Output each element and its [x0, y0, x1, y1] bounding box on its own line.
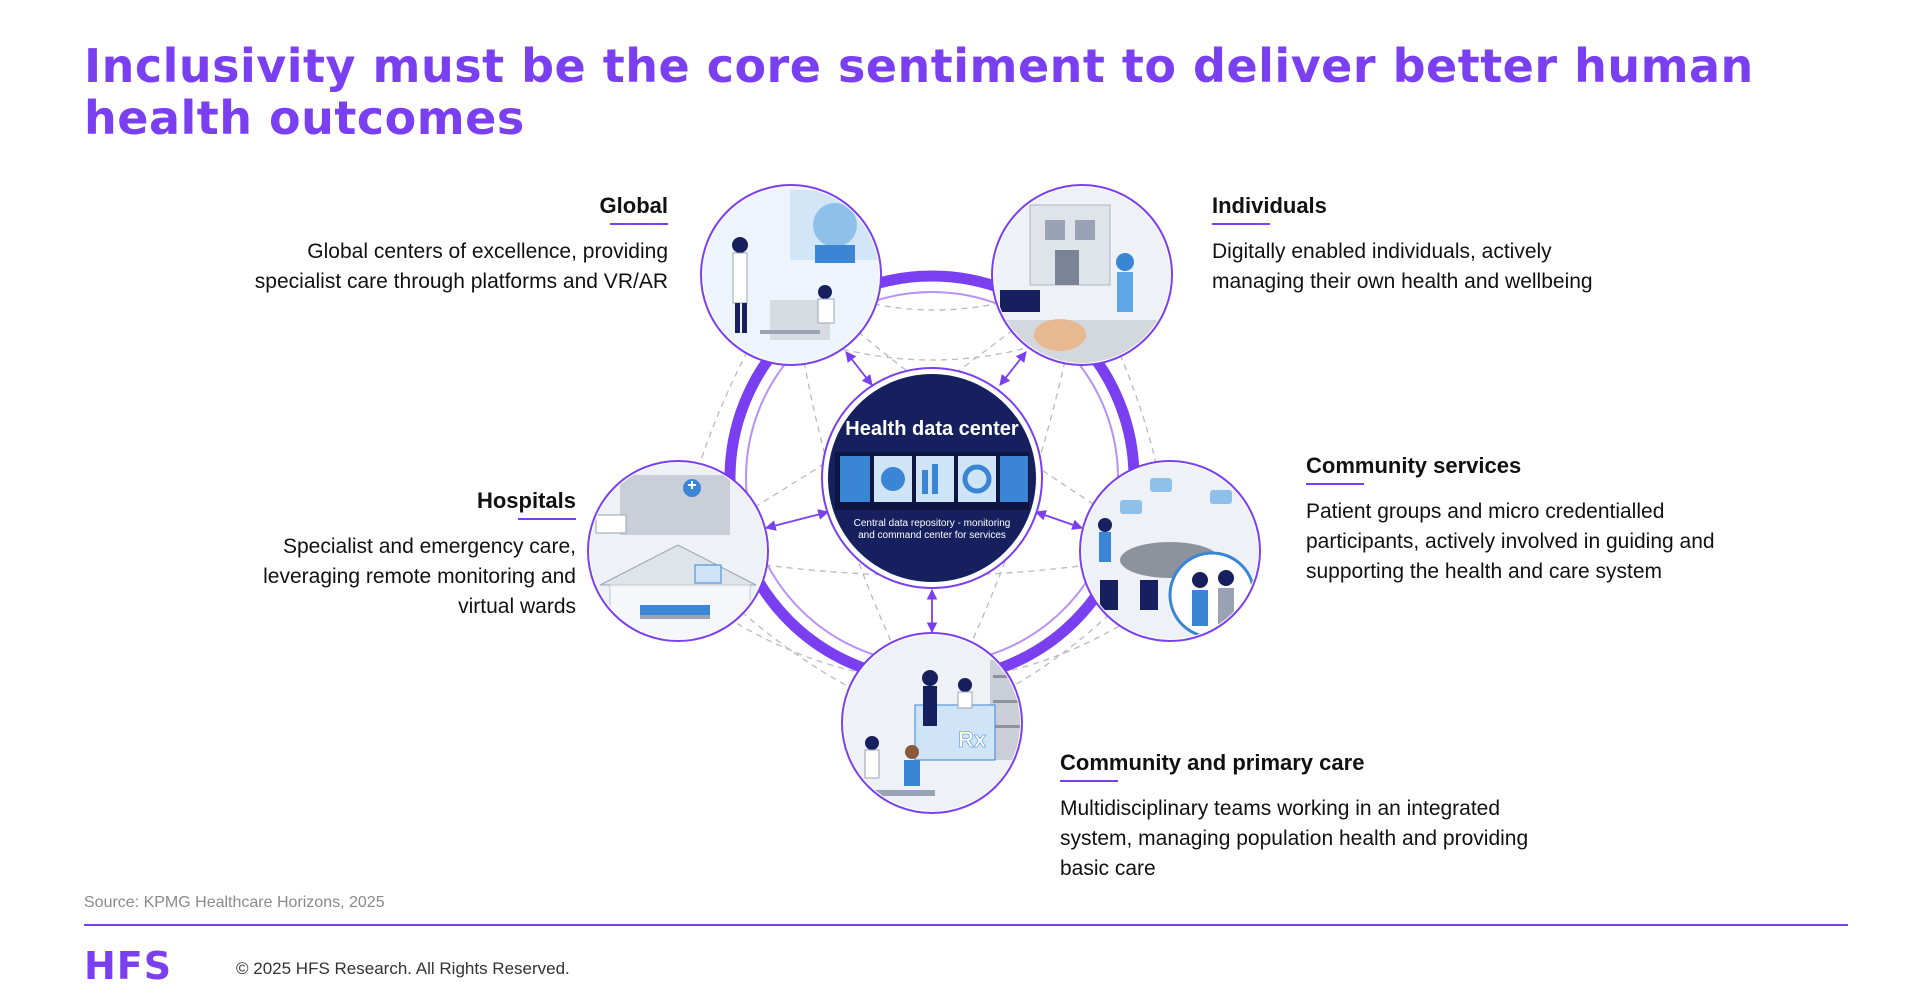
- hfs-logo: HFS: [84, 944, 173, 988]
- primary-care-node-image: Rx: [841, 632, 1023, 814]
- global-node-image: [700, 184, 882, 366]
- community-services-block: Community services Patient groups and mi…: [1306, 453, 1726, 587]
- individuals-heading: Individuals: [1212, 193, 1327, 225]
- copyright-text: © 2025 HFS Research. All Rights Reserved…: [236, 959, 570, 978]
- hospitals-description: Specialist and emergency care, leveragin…: [263, 535, 576, 618]
- community-services-description: Patient groups and micro credentialled p…: [1306, 500, 1715, 583]
- community-primary-care-block: Community and primary care Multidiscipli…: [1060, 750, 1560, 884]
- hospitals-node-image: [587, 460, 769, 642]
- hospitals-block: Hospitals Specialist and emergency care,…: [216, 488, 577, 622]
- global-description: Global centers of excellence, providing …: [254, 240, 668, 293]
- global-heading: Global: [600, 193, 669, 225]
- footer-divider: [84, 924, 1848, 926]
- community-services-node-image: [1079, 460, 1261, 642]
- rx-sign: Rx: [958, 727, 987, 752]
- center-caption: Central data repository - monitoring and…: [853, 518, 1011, 541]
- center-title: Health data center: [845, 418, 1019, 440]
- health-data-center-node: Health data center Central data reposito…: [821, 367, 1043, 589]
- individuals-node-image: [991, 184, 1173, 366]
- individuals-block: Individuals Digitally enabled individual…: [1212, 193, 1612, 297]
- community-primary-care-description: Multidisciplinary teams working in an in…: [1060, 797, 1529, 880]
- arrows: [764, 351, 1084, 634]
- community-services-heading: Community services: [1306, 453, 1521, 485]
- source-note: Source: KPMG Healthcare Horizons, 2025: [84, 894, 385, 911]
- page-title: Inclusivity must be the core sentiment t…: [84, 39, 1754, 145]
- hospitals-heading: Hospitals: [477, 488, 577, 520]
- community-primary-care-heading: Community and primary care: [1060, 750, 1364, 782]
- global-block: Global Global centers of excellence, pro…: [252, 193, 669, 297]
- individuals-description: Digitally enabled individuals, actively …: [1212, 240, 1593, 293]
